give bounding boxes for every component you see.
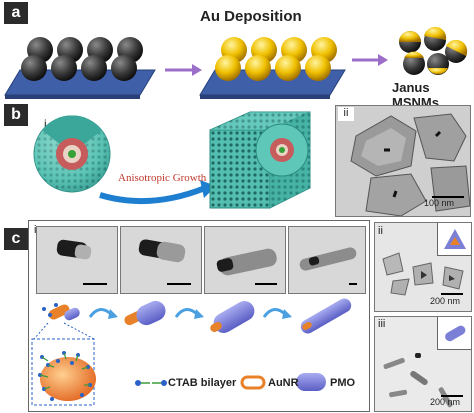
legend-pmo-icon xyxy=(296,373,326,391)
rod-step-4 xyxy=(300,298,352,334)
mesoporous-cube xyxy=(209,111,311,209)
janus-particles xyxy=(399,26,468,75)
panel-c-i-frame xyxy=(28,220,370,412)
au-deposition-label: Au Deposition xyxy=(200,8,302,25)
core-shell-sphere xyxy=(33,115,111,193)
panel-b-scale-label: 100 nm xyxy=(424,198,455,208)
tem-frame-3 xyxy=(204,226,286,294)
panel-b-tem-image xyxy=(335,105,471,217)
panel-c-schematic xyxy=(31,298,352,406)
panel-c-sub-ii: ii xyxy=(378,225,383,237)
panel-c-ii-image xyxy=(374,222,472,312)
panel-c-sub-iii: iii xyxy=(378,318,386,330)
panel-b-schematic xyxy=(33,111,311,209)
zoom-inset xyxy=(31,322,96,406)
legend-aunr-icon xyxy=(240,375,266,390)
tem-frame-2 xyxy=(120,226,202,294)
legend-aunr-label: AuNR xyxy=(268,377,299,389)
tem-frame-1 xyxy=(36,226,118,294)
rod-step-1 xyxy=(42,303,80,321)
rod-step-2 xyxy=(124,300,166,326)
mesoporous-spheres xyxy=(21,37,143,81)
tem-frame-4 xyxy=(288,226,366,294)
panel-b-sub-ii: ii xyxy=(338,107,354,121)
arrow-a1 xyxy=(165,64,202,76)
panel-a-letter: a xyxy=(4,2,28,24)
panel-b-letter: b xyxy=(4,104,28,126)
gold-coated-spheres xyxy=(215,37,337,81)
panel-c-letter: c xyxy=(4,228,28,250)
panel-c-iii-image xyxy=(374,316,472,412)
rod-step-3 xyxy=(210,301,255,333)
panel-c-sub-i: i xyxy=(34,224,36,236)
panel-c-ii-scale-label: 200 nm xyxy=(430,296,461,306)
legend-ctab-label: CTAB bilayer xyxy=(168,377,237,389)
arrow-a2 xyxy=(352,54,388,66)
panel-c-iii-scale-label: 200 nm xyxy=(430,397,461,407)
legend-ctab-icon xyxy=(135,380,167,386)
panel-b-scale-bar xyxy=(432,196,464,198)
panel-b-sub-i: i xyxy=(44,117,47,131)
panel-a-figure xyxy=(4,26,468,99)
legend-pmo-label: PMO xyxy=(330,377,356,389)
anisotropic-growth-label: Anisotropic Growth xyxy=(118,172,207,184)
